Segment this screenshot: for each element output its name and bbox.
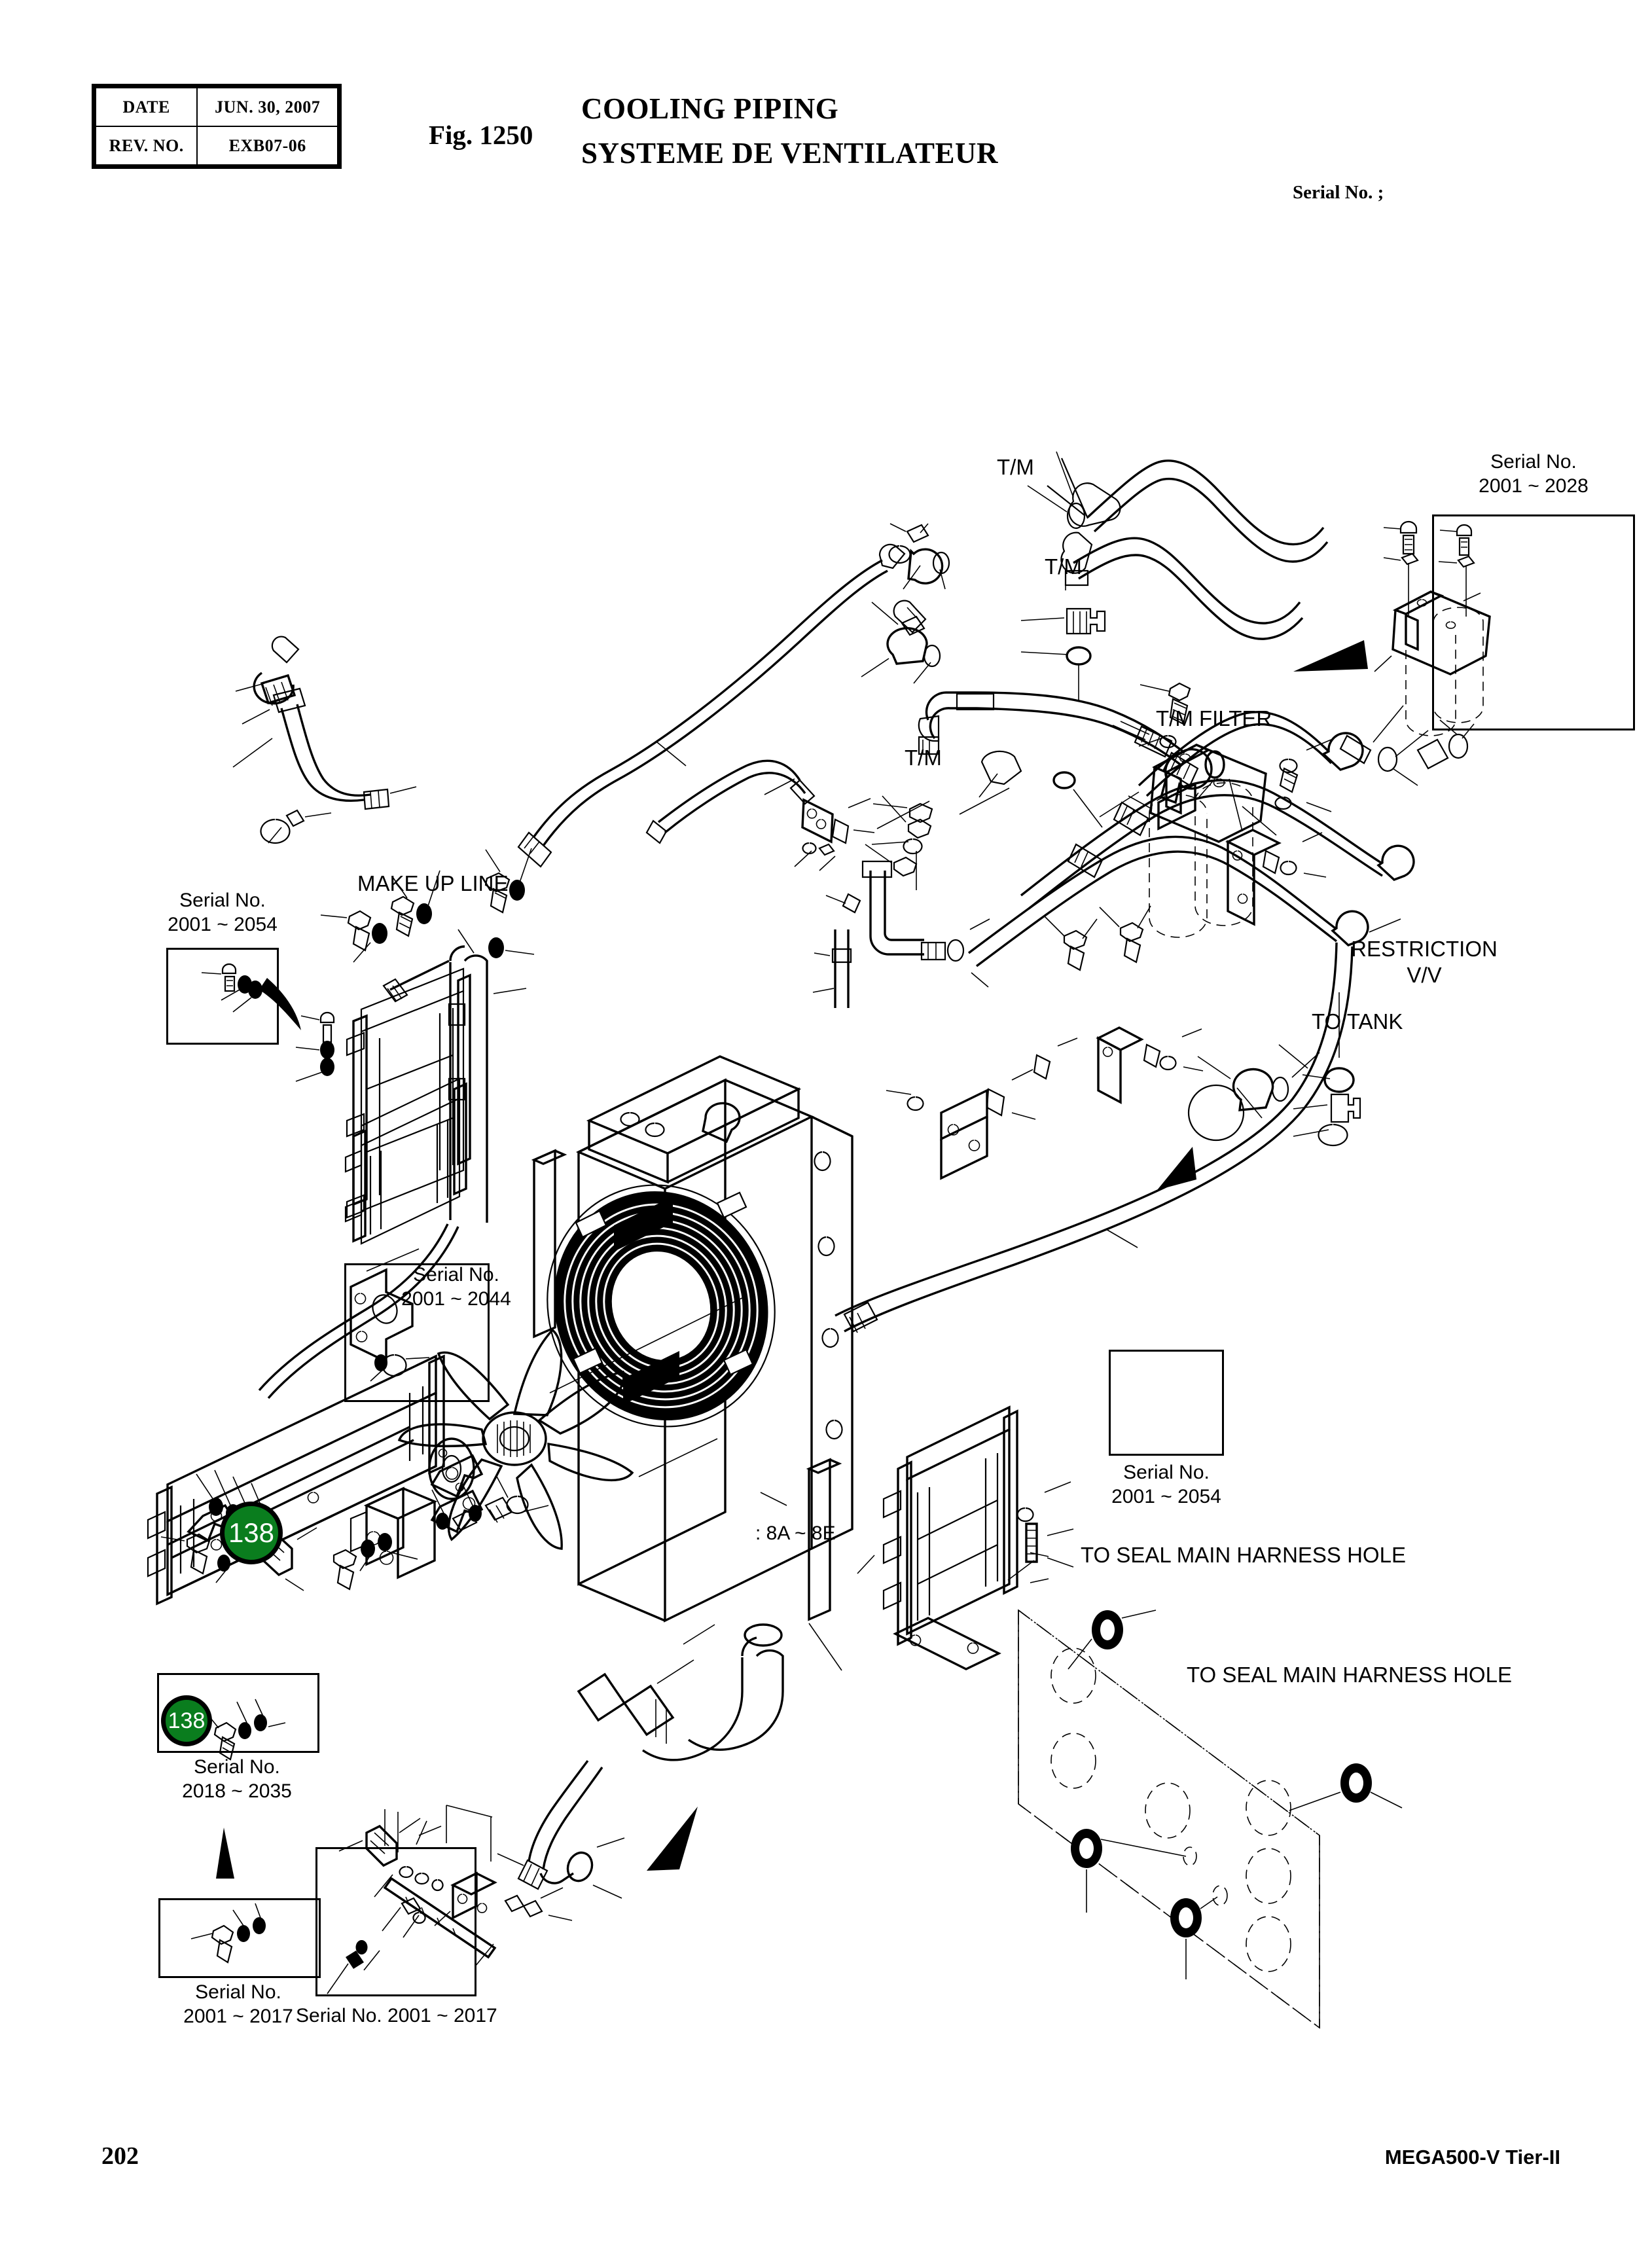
right-bracket-group (886, 1026, 1204, 1180)
date-label: DATE (94, 87, 198, 127)
lower-center-hoses (497, 1623, 784, 1899)
inset-box-2001-2044 (344, 1263, 490, 1402)
inset-box-2001-2054b (1109, 1350, 1224, 1456)
inset-box-2001-2017 (158, 1898, 321, 1978)
label-to-tank: TO TANK (1312, 1009, 1403, 1034)
grommet (1170, 1896, 1218, 1979)
label-tm-mid: T/M (1045, 554, 1082, 579)
inset-caption-2001-2017: Serial No. 2001 ~ 2017 (183, 1981, 293, 2027)
inset-arrow-1 (1293, 640, 1368, 672)
fan-shroud (547, 1184, 776, 1428)
inset-caption-2001-2054b: Serial No. 2001 ~ 2054 (1111, 1462, 1221, 1507)
inset-box-2018-2035 (157, 1673, 319, 1753)
badge-138-main-label: 138 (228, 1517, 275, 1548)
inset-box-2001-2028 (1432, 514, 1635, 730)
lower-right-frame (882, 1405, 1074, 1670)
badge-138-inset: 138 (161, 1695, 212, 1746)
label-seal-harness-lower: TO SEAL MAIN HARNESS HOLE (1187, 1663, 1512, 1687)
label-seal-harness-upper: TO SEAL MAIN HARNESS HOLE (1081, 1543, 1406, 1567)
model-name: MEGA500-V Tier-II (1384, 2146, 1560, 2169)
inset-caption-2001-2028: Serial No. 2001 ~ 2028 (1479, 451, 1589, 497)
upper-left-frame (344, 1077, 467, 1245)
leader-seal-1 (857, 1555, 875, 1574)
inset-arrow-4 (647, 1807, 698, 1871)
make-up-line-group (517, 523, 950, 871)
label-tm-upper: T/M (997, 455, 1034, 479)
leader-8a8e (760, 1492, 787, 1506)
inset-arrow-3 (216, 1828, 234, 1879)
inset-box-2001-2017b (315, 1847, 476, 1996)
label-make-up-line: MAKE UP LINE (357, 871, 509, 895)
inset-caption-2001-2044: Serial No. 2001 ~ 2044 (401, 1264, 511, 1310)
rev-no-value: EXB07-06 (196, 126, 338, 166)
inset-caption-2001-2017b: Serial No. 2001 ~ 2017 (296, 2005, 497, 2026)
revision-table: DATE JUN. 30, 2007 REV. NO. EXB07-06 (92, 84, 342, 169)
grommet (1068, 1610, 1157, 1670)
page-number: 202 (101, 2142, 139, 2170)
figure-number: Fig. 1250 (429, 120, 533, 150)
label-tm-filter: T/M FILTER (1156, 706, 1272, 730)
badge-138-inset-label: 138 (168, 1708, 206, 1733)
page-title-en: COOLING PIPING (581, 92, 839, 125)
label-restriction-vv: RESTRICTION V/V (1351, 937, 1498, 988)
serial-no-header: Serial No. ; (1293, 182, 1384, 203)
grommet (1071, 1829, 1187, 1913)
label-tm-lower: T/M (905, 746, 942, 770)
grommet (1289, 1763, 1403, 1811)
tm-filter-group (861, 451, 1332, 938)
inset-caption-2001-2054a: Serial No. 2001 ~ 2054 (168, 890, 278, 935)
bottom-left-panel (160, 1475, 549, 1591)
page-title-fr: SYSTEME DE VENTILATEUR (581, 137, 999, 170)
inset-caption-2018-2035: Serial No. 2018 ~ 2035 (182, 1756, 292, 1802)
inset-box-2001-2054a (166, 948, 279, 1045)
label-range-8a-8e: : 8A ~ 8E (755, 1522, 836, 1544)
upper-left-hose (232, 636, 417, 844)
date-value: JUN. 30, 2007 (196, 87, 338, 127)
restriction-valve-circle (1187, 1084, 1245, 1142)
badge-138-main: 138 (220, 1502, 283, 1564)
rev-no-label: REV. NO. (94, 126, 198, 166)
